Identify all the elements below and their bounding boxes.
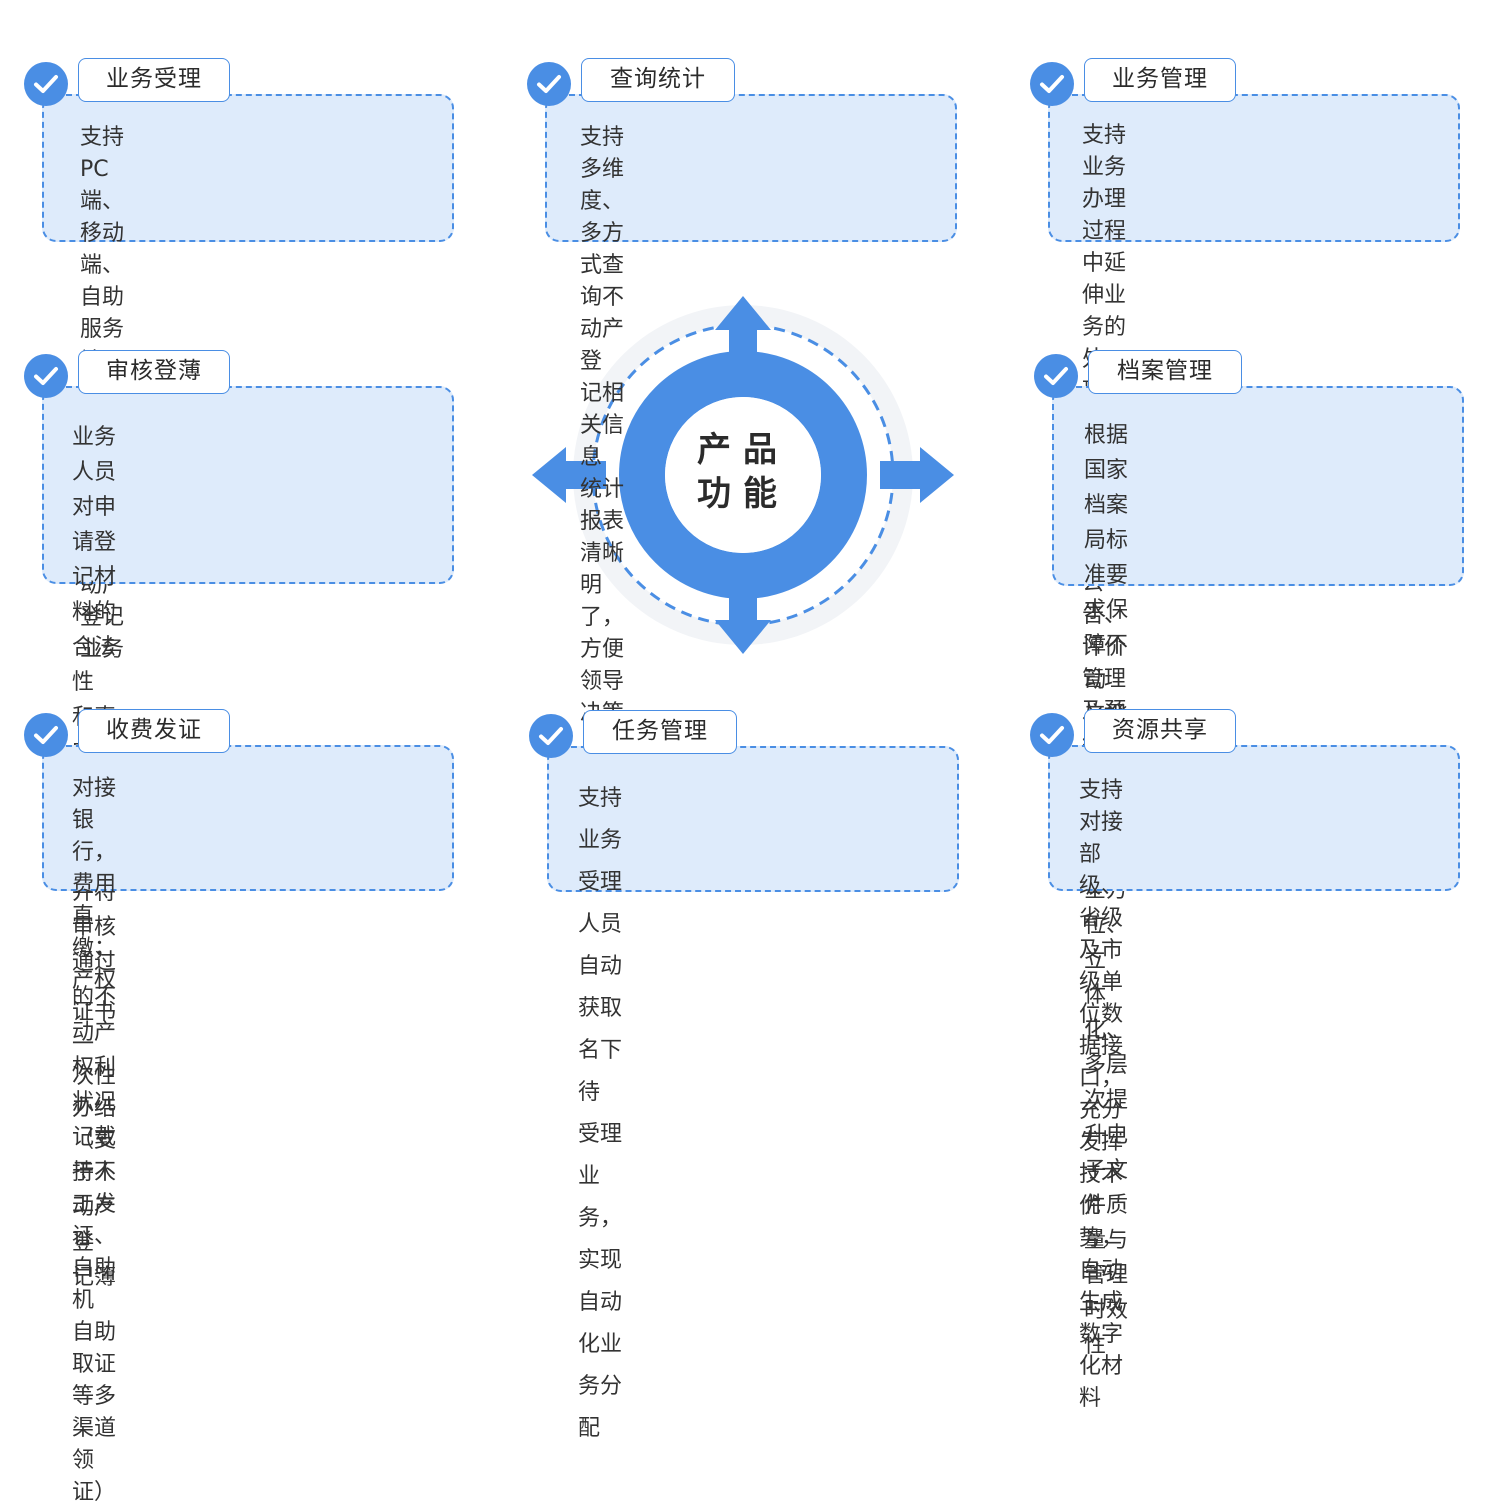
card-box <box>1048 745 1460 891</box>
card-box <box>1052 386 1464 586</box>
arrow-left <box>532 447 606 503</box>
center-title-line1: 产品 <box>697 430 789 470</box>
arrow-up <box>715 296 771 360</box>
card-title-tab: 收费发证 <box>78 709 230 753</box>
card-description: 支持对接部级、省级及市级单位数 据接口，充分发挥技术优势，自动 生成数字化材料 <box>1079 778 1124 1411</box>
check-icon <box>1030 62 1074 106</box>
card-description: 支持多维度、多方式查询不动产登 记相关信息 统计报表清晰明了，方便领导决策 <box>580 125 625 726</box>
card-box <box>42 745 454 891</box>
hub-arrows <box>532 296 954 654</box>
card-box <box>42 386 454 584</box>
hub-core <box>665 397 821 553</box>
card-box <box>547 746 959 892</box>
card-box <box>1048 94 1460 242</box>
card-title-tab: 业务受理 <box>78 58 230 102</box>
card-description: 支持业务受理人员自动获取名下待 受理业务，实现自动化业务分配 <box>578 786 623 1441</box>
check-icon <box>24 713 68 757</box>
card-title-tab: 业务管理 <box>1084 58 1236 102</box>
card-title-tab: 任务管理 <box>583 710 737 754</box>
center-title-line2: 功能 <box>697 474 789 514</box>
arrow-down <box>715 590 771 654</box>
check-icon <box>24 354 68 398</box>
card-description: 对接银行，费用直缴；产权证书一 次性办结（支持人工发证、自助机 自助取证等多渠道… <box>72 776 117 1505</box>
card-title-tab: 审核登薄 <box>78 350 230 394</box>
card-title-tab: 资源共享 <box>1084 709 1236 753</box>
card-title-tab: 查询统计 <box>581 58 735 102</box>
check-icon <box>24 62 68 106</box>
center-hub <box>532 296 954 654</box>
arrow-right <box>880 447 954 503</box>
check-icon <box>529 714 573 758</box>
center-title: 产品 功能 <box>680 428 806 516</box>
card-title-tab: 档案管理 <box>1088 350 1242 394</box>
hub-thick-ring <box>619 351 867 599</box>
check-icon <box>527 62 571 106</box>
card-box <box>545 94 957 242</box>
check-icon <box>1034 354 1078 398</box>
check-icon <box>1030 713 1074 757</box>
card-box <box>42 94 454 242</box>
